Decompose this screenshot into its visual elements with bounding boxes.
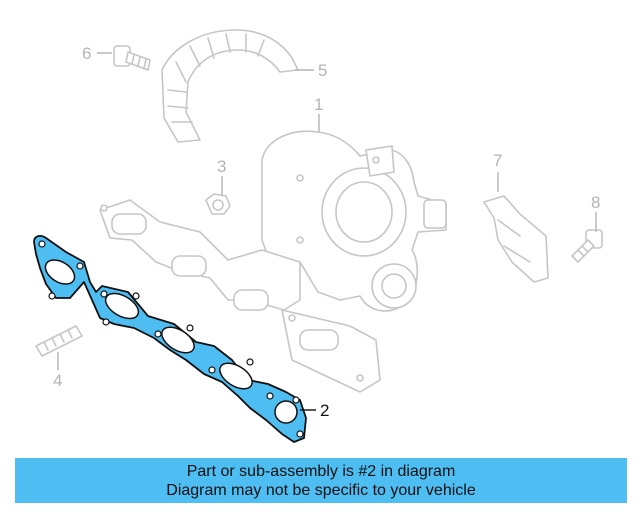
part-6-bolt <box>113 45 151 71</box>
part-1-turbocharger-manifold <box>99 130 447 393</box>
banner-line-1: Part or sub-assembly is #2 in diagram <box>186 462 456 480</box>
part-3-nut <box>205 193 231 215</box>
callout-3[interactable]: 3 <box>217 157 226 176</box>
callout-6[interactable]: 6 <box>82 44 91 63</box>
callout-8[interactable]: 8 <box>591 193 600 212</box>
callout-2[interactable]: 2 <box>320 401 329 420</box>
part-7-bracket <box>483 195 549 283</box>
leader-lines <box>57 52 597 411</box>
part-2-exhaust-manifold-gasket <box>33 235 307 443</box>
callout-4[interactable]: 4 <box>53 371 62 390</box>
banner-line-2: Diagram may not be specific to your vehi… <box>166 481 476 499</box>
callout-7[interactable]: 7 <box>493 151 502 170</box>
callout-5[interactable]: 5 <box>318 61 327 80</box>
part-5-heat-shield <box>161 29 299 143</box>
part-8-bolt <box>571 229 603 263</box>
part-4-stud <box>35 325 83 357</box>
part-info-banner: Part or sub-assembly is #2 in diagram Di… <box>15 458 627 503</box>
exploded-parts-diagram: 6 5 1 3 7 8 4 2 <box>33 29 603 443</box>
callout-1[interactable]: 1 <box>314 95 323 114</box>
